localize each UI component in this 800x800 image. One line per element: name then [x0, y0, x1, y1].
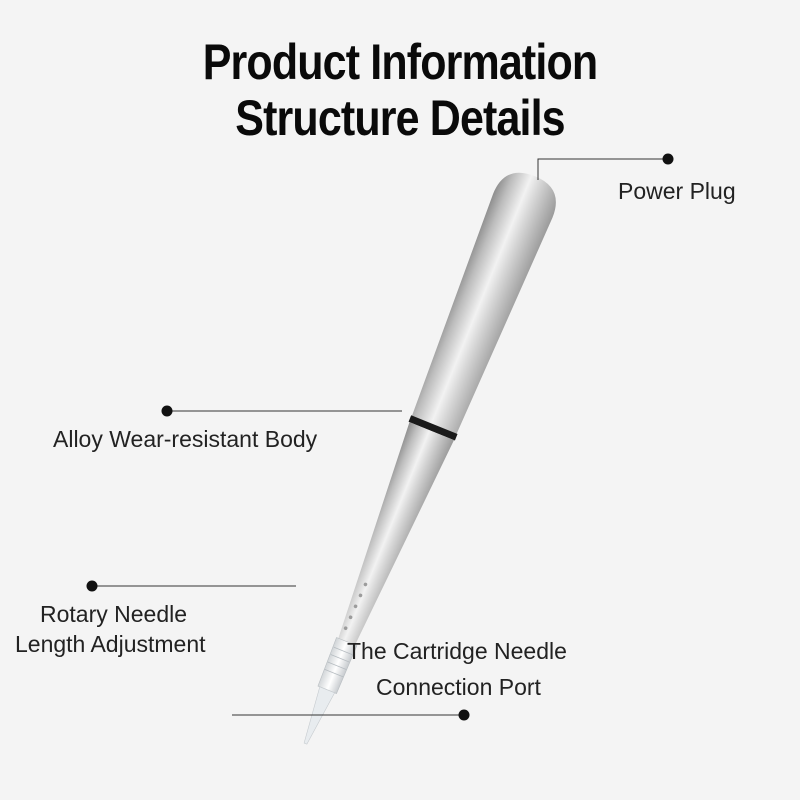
label-rotary-needle-1: Rotary Needle: [40, 601, 188, 627]
power-plug-leader: [537, 158, 668, 180]
separator-ring: [408, 415, 458, 441]
pen-upper-body: [411, 172, 556, 436]
cartridge-dot: [458, 709, 470, 721]
label-power-plug: Power Plug: [618, 178, 736, 204]
title-line-1: Product Information: [202, 34, 598, 90]
adjustment-dots-icon: [343, 582, 368, 631]
title-line-2: Structure Details: [235, 90, 565, 146]
power-plug-dot: [662, 153, 674, 165]
alloy-body-dot: [161, 405, 173, 417]
pen-lower-body: [338, 422, 454, 645]
label-cartridge-2: Connection Port: [376, 674, 541, 700]
label-rotary-needle-2: Length Adjustment: [15, 631, 206, 657]
label-alloy-body: Alloy Wear-resistant Body: [53, 426, 318, 452]
label-cartridge-1: The Cartridge Needle: [347, 638, 567, 664]
rotary-needle-dot: [86, 580, 98, 592]
